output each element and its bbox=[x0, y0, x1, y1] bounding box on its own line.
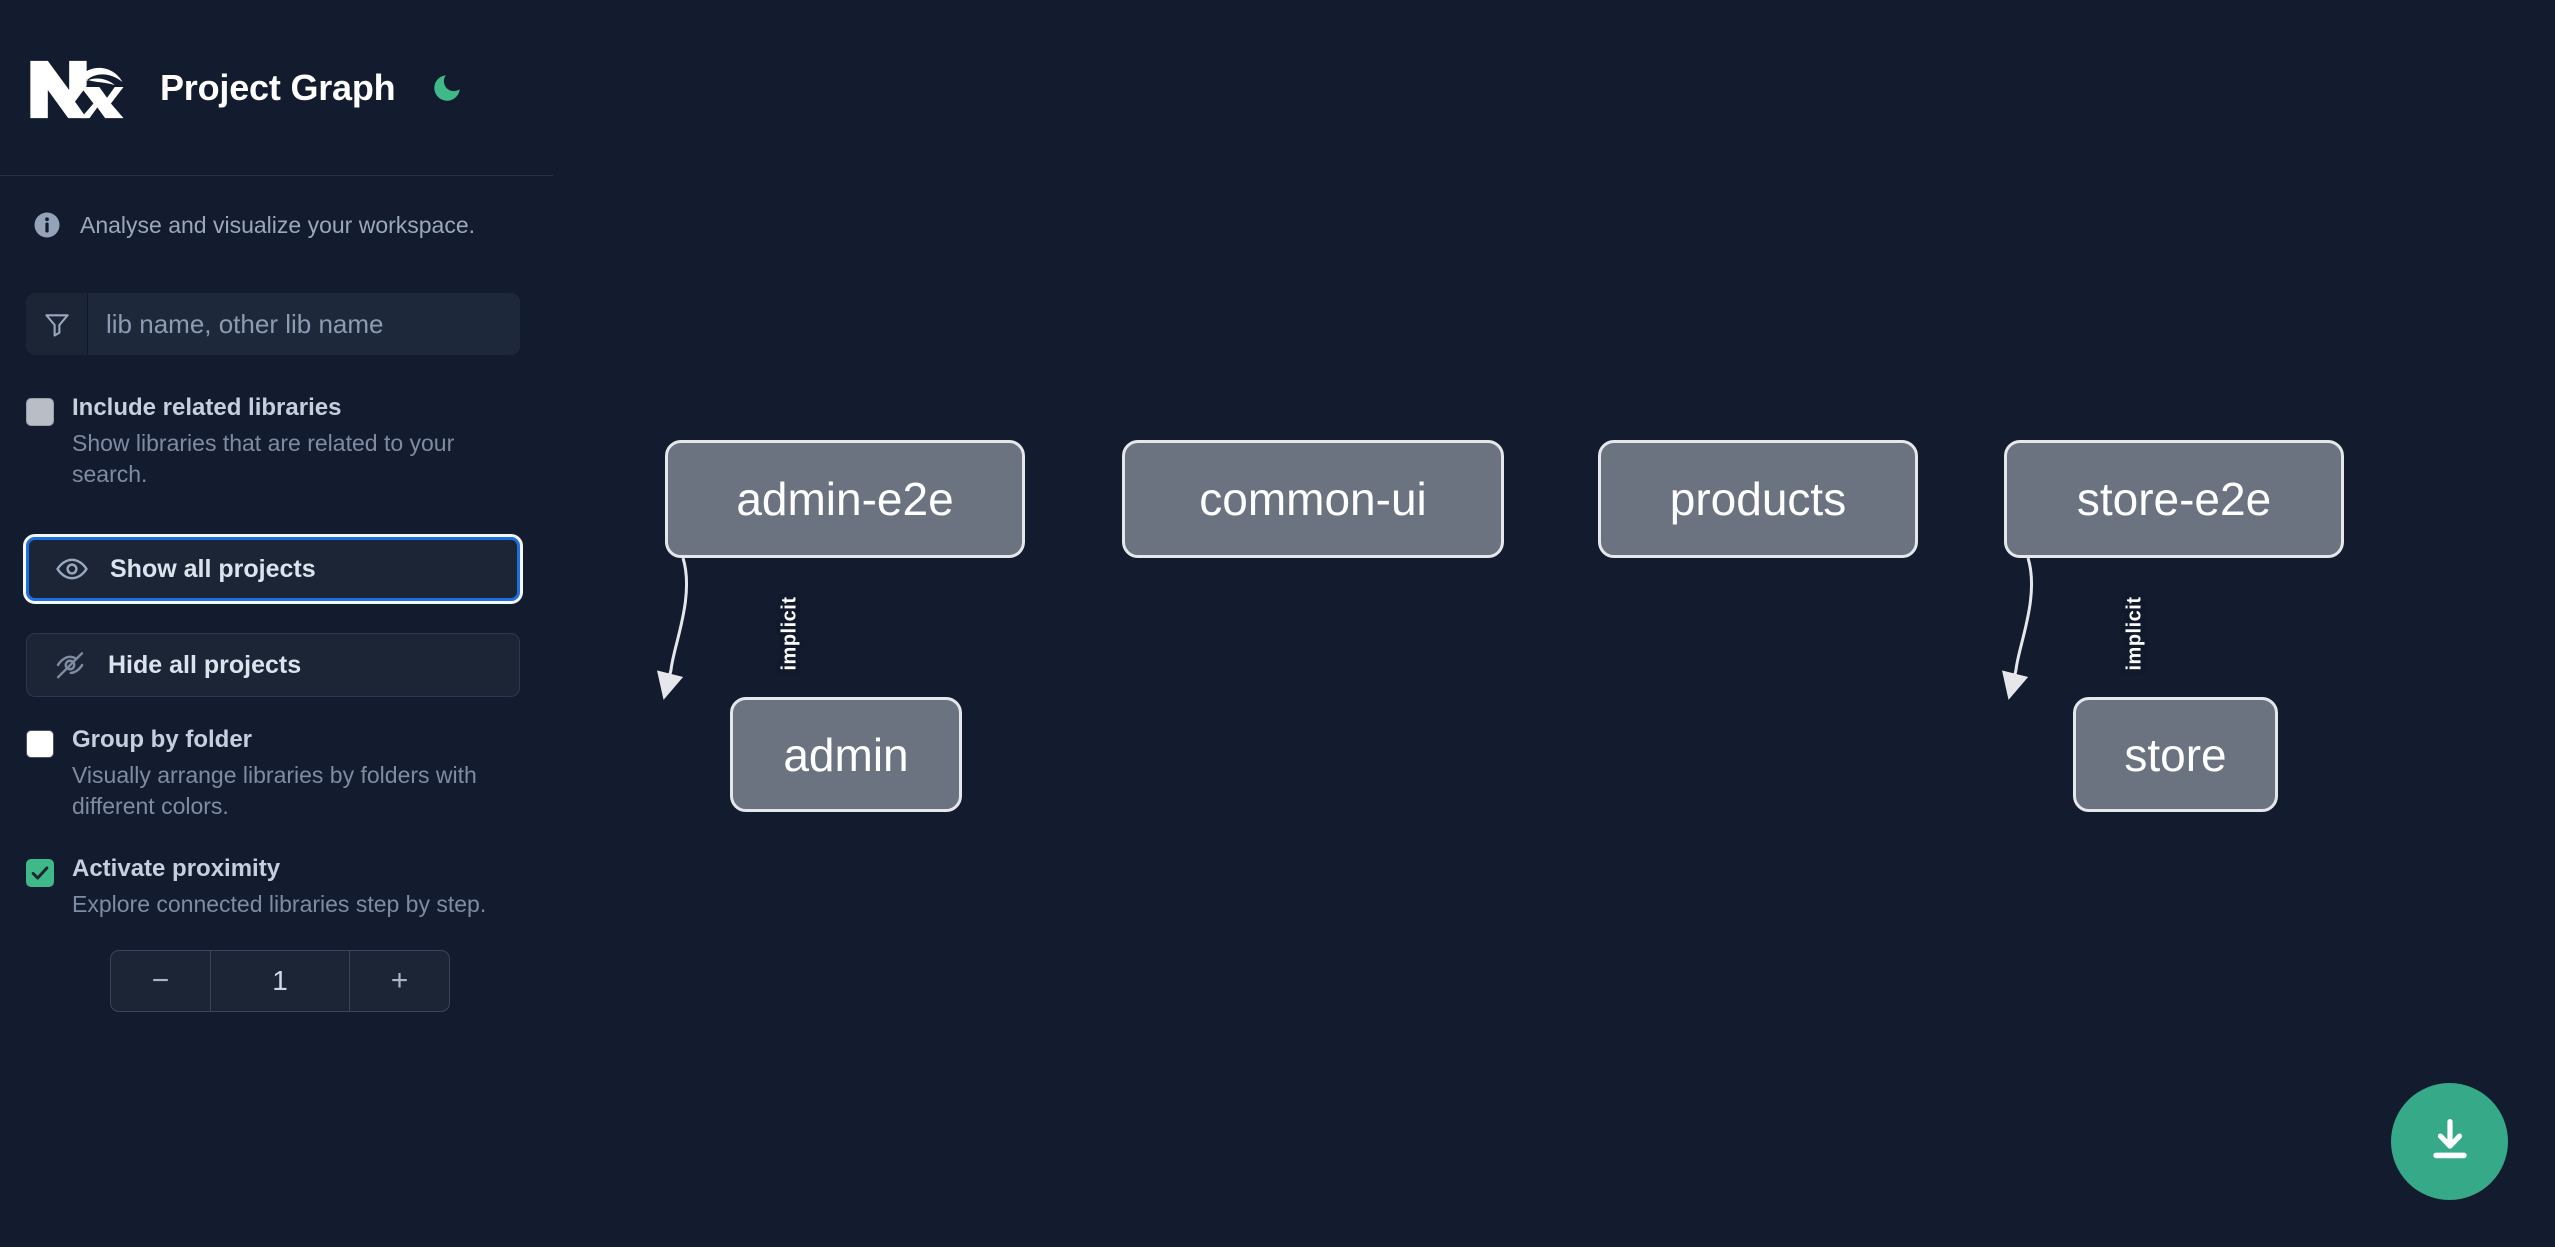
show-all-projects-button[interactable]: Show all projects bbox=[23, 534, 523, 604]
activate-proximity-checkbox[interactable] bbox=[26, 859, 54, 887]
filter-icon bbox=[26, 293, 88, 355]
eye-icon bbox=[55, 552, 89, 586]
graph-node-products[interactable]: products bbox=[1598, 440, 1918, 558]
graph-node-store-e2e[interactable]: store-e2e bbox=[2004, 440, 2344, 558]
proximity-decrement-button[interactable]: − bbox=[111, 951, 211, 1011]
group-by-folder-description: Visually arrange libraries by folders wi… bbox=[72, 762, 477, 819]
eye-off-icon bbox=[53, 648, 87, 682]
sidebar-tagline: Analyse and visualize your workspace. bbox=[0, 176, 553, 240]
group-by-folder-checkbox[interactable] bbox=[26, 730, 54, 758]
sidebar: Project Graph Analyse and visualize your… bbox=[0, 0, 553, 1247]
hide-all-projects-label: Hide all projects bbox=[108, 650, 302, 679]
tagline-text: Analyse and visualize your workspace. bbox=[80, 211, 476, 238]
proximity-value: 1 bbox=[272, 965, 288, 996]
include-related-libraries-checkbox[interactable] bbox=[26, 398, 54, 426]
include-related-libraries-description: Show libraries that are related to your … bbox=[72, 430, 455, 487]
proximity-increment-button[interactable]: + bbox=[349, 951, 449, 1011]
graph-node-store[interactable]: store bbox=[2073, 697, 2278, 812]
graph-node-admin-e2e[interactable]: admin-e2e bbox=[665, 440, 1025, 558]
activate-proximity-label: Activate proximity bbox=[72, 855, 281, 882]
page-title: Project Graph bbox=[160, 66, 396, 108]
include-related-libraries-label: Include related libraries bbox=[72, 394, 342, 421]
graph-edges bbox=[656, 557, 2033, 700]
graph-canvas[interactable]: admin-e2e common-ui products store-e2e a… bbox=[553, 0, 2555, 1247]
sidebar-header: Project Graph bbox=[0, 0, 553, 176]
activate-proximity-description: Explore connected libraries step by step… bbox=[72, 891, 487, 917]
option-include-related-libraries[interactable]: Include related libraries Show libraries… bbox=[0, 393, 553, 490]
download-graph-button[interactable] bbox=[2391, 1083, 2508, 1200]
show-all-projects-label: Show all projects bbox=[110, 554, 316, 583]
graph-node-common-ui[interactable]: common-ui bbox=[1122, 440, 1504, 558]
moon-icon[interactable] bbox=[427, 68, 467, 108]
info-icon bbox=[32, 210, 62, 240]
graph-node-admin[interactable]: admin bbox=[730, 697, 962, 812]
hide-all-projects-button[interactable]: Hide all projects bbox=[26, 633, 520, 697]
proximity-stepper: − 1 + bbox=[110, 950, 450, 1012]
edge-label-store-implicit: implicit bbox=[2123, 596, 2146, 671]
option-activate-proximity[interactable]: Activate proximity Explore connected lib… bbox=[0, 854, 553, 920]
nx-logo-icon bbox=[26, 55, 124, 121]
search-input[interactable] bbox=[88, 293, 520, 355]
search-bar bbox=[26, 293, 520, 355]
option-group-by-folder[interactable]: Group by folder Visually arrange librari… bbox=[0, 725, 553, 822]
edge-label-admin-implicit: implicit bbox=[778, 596, 801, 671]
download-icon bbox=[2424, 1114, 2476, 1169]
group-by-folder-label: Group by folder bbox=[72, 726, 252, 753]
